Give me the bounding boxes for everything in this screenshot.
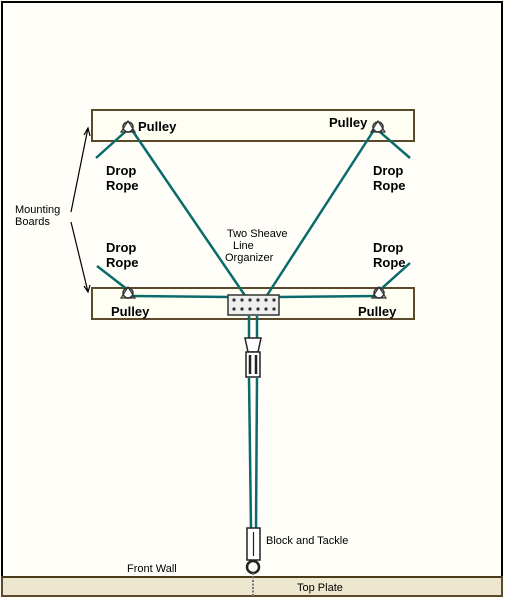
line-organizer bbox=[227, 294, 280, 316]
pulley-label-lower-right: Pulley bbox=[358, 304, 397, 319]
front-wall-label: Front Wall bbox=[127, 563, 177, 575]
mounting-label: Mounting bbox=[15, 204, 60, 216]
tackle-line-left bbox=[247, 377, 253, 529]
rope-label-lower-left: Rope bbox=[106, 255, 139, 270]
pulley-label-lower-left: Pulley bbox=[111, 304, 150, 319]
drop-label-lower-right: Drop bbox=[373, 240, 403, 255]
rope-label-upper-left: Rope bbox=[106, 178, 139, 193]
boards-label: Boards bbox=[15, 216, 50, 228]
drop-rope-upper-right bbox=[379, 131, 411, 159]
drop-rope-upper-left bbox=[95, 131, 126, 159]
organizer-label-line1: Two Sheave bbox=[227, 228, 288, 240]
mounting-boards-arrows bbox=[70, 126, 91, 294]
top-plate-label: Top Plate bbox=[297, 582, 343, 594]
drop-label-upper-left: Drop bbox=[106, 163, 136, 178]
pulley-upper-right bbox=[369, 119, 387, 133]
rope-label-upper-right: Rope bbox=[373, 178, 406, 193]
tackle-line-right bbox=[254, 377, 259, 529]
pulley-label-upper-right: Pulley bbox=[329, 115, 368, 130]
main-lines bbox=[130, 129, 377, 529]
organizer-label-line3: Organizer bbox=[225, 252, 274, 264]
drop-label-lower-left: Drop bbox=[106, 240, 136, 255]
upper-block bbox=[244, 337, 262, 378]
organizer-label-line2: Line bbox=[233, 240, 254, 252]
drop-label-upper-right: Drop bbox=[373, 163, 403, 178]
upper-mounting-board bbox=[91, 109, 415, 142]
pulley-label-upper-left: Pulley bbox=[138, 119, 177, 134]
pulley-upper-left bbox=[119, 119, 137, 133]
line-upper-left-to-organizer bbox=[130, 129, 250, 301]
pulley-lower-left bbox=[119, 285, 137, 299]
block-and-tackle-label: Block and Tackle bbox=[266, 535, 348, 547]
pulley-lower-right bbox=[370, 285, 388, 299]
drop-rope-lower-right bbox=[379, 262, 411, 291]
top-plate bbox=[1, 576, 503, 597]
rope-label-lower-right: Rope bbox=[373, 255, 406, 270]
drop-ropes bbox=[95, 131, 411, 291]
line-upper-right-to-organizer bbox=[262, 129, 376, 301]
drop-rope-lower-left bbox=[96, 265, 129, 291]
line-lower-left-to-organizer bbox=[131, 294, 230, 299]
lower-block bbox=[245, 527, 261, 596]
line-lower-right-to-organizer bbox=[277, 294, 377, 299]
